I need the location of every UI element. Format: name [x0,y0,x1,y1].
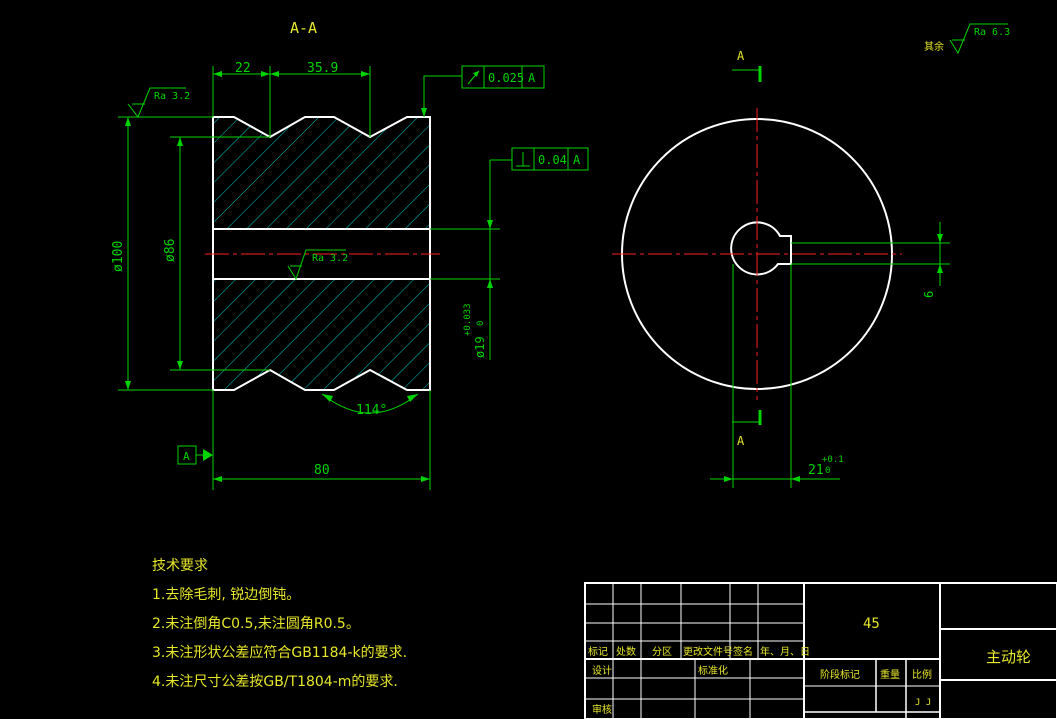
tb-header-0: 标记 [588,646,608,658]
section-upper-hatch [213,117,430,229]
title-block [584,582,1057,719]
dim-key-height-tol-upper: +0.1 [822,455,844,465]
runout-value: 0.025 [488,71,524,85]
tech-title: 技术要求 [152,558,208,574]
tb-scale-marks: J J [915,698,931,708]
section-arrows [125,71,493,482]
tech-requirements: 技术要求 1.去除毛刺, 锐边倒钝。 2.未注倒角C0.5,未注圆角R0.5。 … [152,552,407,697]
section-title: A-A [290,19,317,37]
dim-86: ø86 [163,239,178,262]
key-dimensions [710,222,950,488]
dim-key-height-tol-lower: 0 [825,466,830,476]
section-mark-bottom: A [737,434,745,448]
section-mark-top: A [737,49,745,63]
section-dimensions [118,66,512,490]
dim-19: ø19 [473,336,487,358]
front-view: A A 6 21 +0.1 0 其余 [612,23,1010,488]
roughness-rest-symbol [949,23,1008,55]
datum-triangle [203,449,213,461]
tech-item-2: 2.未注倒角C0.5,未注圆角R0.5。 [152,616,360,632]
tech-item-4: 4.未注尺寸公差按GB/T1804-m的要求. [152,674,398,690]
dim-35-9: 35.9 [307,61,338,76]
roughness-top-left-label: Ra 3.2 [154,91,190,102]
dim-angle: 114° [356,403,387,418]
dim-key-height: 21 [808,463,824,478]
roughness-rest-label: 其余 [924,40,944,53]
tb-header-5: 年、月、日 [760,645,810,658]
tech-item-1: 1.去除毛刺, 锐边倒钝。 [152,587,301,603]
dim-100: ø100 [111,241,126,272]
dim-80: 80 [314,463,330,478]
tech-item-3: 3.未注形状公差应符合GB1184-k的要求. [152,645,408,661]
tb-weight: 重量 [880,668,900,681]
tb-header-4: 签名 [733,645,753,658]
dim-19-tol-lower: 0 [476,321,486,326]
roughness-bore [287,249,346,281]
roughness-top-left [127,87,186,118]
datum-label: A [183,450,190,463]
tb-stage-mark: 阶段标记 [820,668,860,681]
section-lower-hatch [213,279,430,390]
dim-19-tol-upper: +0.033 [463,303,473,336]
dim-key-width: 6 [922,291,936,298]
tb-header-2: 分区 [652,646,672,658]
title-block-text: 标记 处数 分区 更改文件号 签名 年、月、日 设计 标准化 审核 阶段标记 重… [588,645,932,716]
bore-keyway [730,221,792,276]
dim-22: 22 [235,61,251,76]
roughness-bore-label: Ra 3.2 [312,253,348,264]
roughness-rest-value: Ra 6.3 [974,27,1010,38]
tb-design: 设计 [592,664,612,677]
tb-material: 45 [863,616,880,632]
tb-scale: 比例 [912,668,932,681]
perp-frame [511,147,589,171]
tb-part-name: 主动轮 [986,648,1031,666]
tb-header-1: 处数 [616,645,636,658]
front-centerlines [612,108,902,400]
section-view: A-A [111,19,589,490]
perp-datum: A [573,153,581,167]
runout-icon [473,71,479,77]
perp-value: 0.04 [538,153,567,167]
tb-standardize: 标准化 [698,664,728,677]
tb-review: 审核 [592,703,612,716]
tb-header-3: 更改文件号 [683,645,733,658]
runout-datum: A [528,71,536,85]
